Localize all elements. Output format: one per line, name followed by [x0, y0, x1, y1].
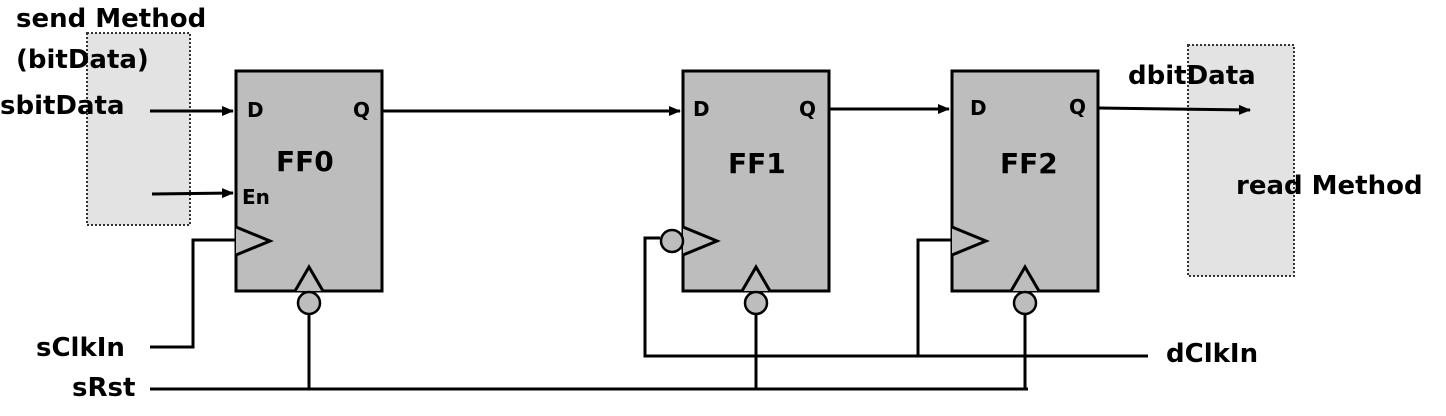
ff2-clock-wire	[905, 238, 952, 358]
ff2-reset-bubble	[1012, 290, 1038, 316]
read-method-label: read Method	[1236, 171, 1423, 201]
ff0-reset-triangle	[293, 264, 325, 292]
sclkin-wire	[150, 238, 236, 349]
ff1-block	[681, 69, 831, 293]
ff0-q-port-label: Q	[353, 98, 370, 122]
ff2-q-to-dbitdata-wire	[1097, 104, 1251, 115]
ff2-q-port-label: Q	[1069, 95, 1086, 119]
ff1-d-port-label: D	[693, 97, 710, 121]
ff1-q-port-label: Q	[799, 97, 816, 121]
ff0-block	[234, 69, 384, 293]
sclkin-label: sClkIn	[36, 333, 125, 363]
read-method-box	[1187, 44, 1295, 277]
ff1-reset-triangle	[740, 264, 772, 292]
ff0-d-port-label: D	[247, 98, 264, 122]
ff0-reset-bubble	[296, 290, 322, 316]
send-method-box	[86, 32, 191, 226]
dbitdata-label: dbitData	[1128, 61, 1256, 91]
dclkin-label: dClkIn	[1166, 339, 1258, 369]
send-method-label-line1: send Method	[16, 4, 206, 34]
ff1-clock-inverter-bubble	[659, 228, 685, 254]
ff1-name: FF1	[728, 147, 786, 180]
dclkin-wire	[643, 236, 1148, 358]
ff1-reset-bubble	[743, 290, 769, 316]
ff1-clock-triangle	[682, 225, 721, 257]
sbitdata-label: sbitData	[0, 91, 125, 121]
ff2-d-port-label: D	[970, 96, 987, 120]
send-method-label-line2: (bitData)	[16, 45, 149, 75]
ff0-name: FF0	[276, 145, 334, 178]
ff0-clock-triangle	[235, 225, 274, 257]
ff0-en-port-label: En	[242, 185, 270, 209]
ff2-name: FF2	[1000, 147, 1058, 180]
ff2-reset-triangle	[1009, 264, 1041, 292]
srst-label: sRst	[72, 373, 135, 403]
enable-to-ff0-wire	[151, 188, 234, 199]
ff2-clock-triangle	[951, 225, 990, 257]
